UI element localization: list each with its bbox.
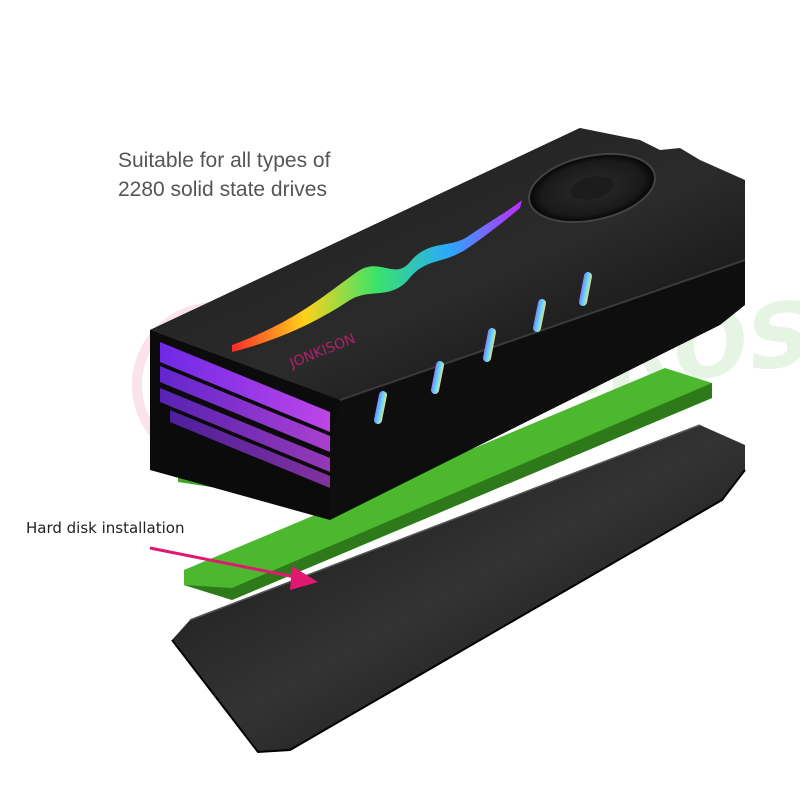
caption-line-2: 2280 solid state drives	[118, 178, 327, 201]
ssd-board	[184, 368, 712, 600]
cooling-fins	[160, 342, 330, 488]
base-plate	[171, 424, 746, 754]
rgb-light-strip	[232, 200, 522, 352]
fan-icon	[528, 152, 656, 224]
callout-arrow	[149, 546, 318, 590]
heatsink-housing: JONKISON	[150, 128, 746, 520]
side-vents	[374, 272, 592, 424]
callout-label: Hard disk installation	[26, 519, 185, 537]
caption-line-1: Suitable for all types of	[118, 149, 331, 172]
compatibility-caption: Suitable for all types of 2280 solid sta…	[118, 146, 330, 204]
